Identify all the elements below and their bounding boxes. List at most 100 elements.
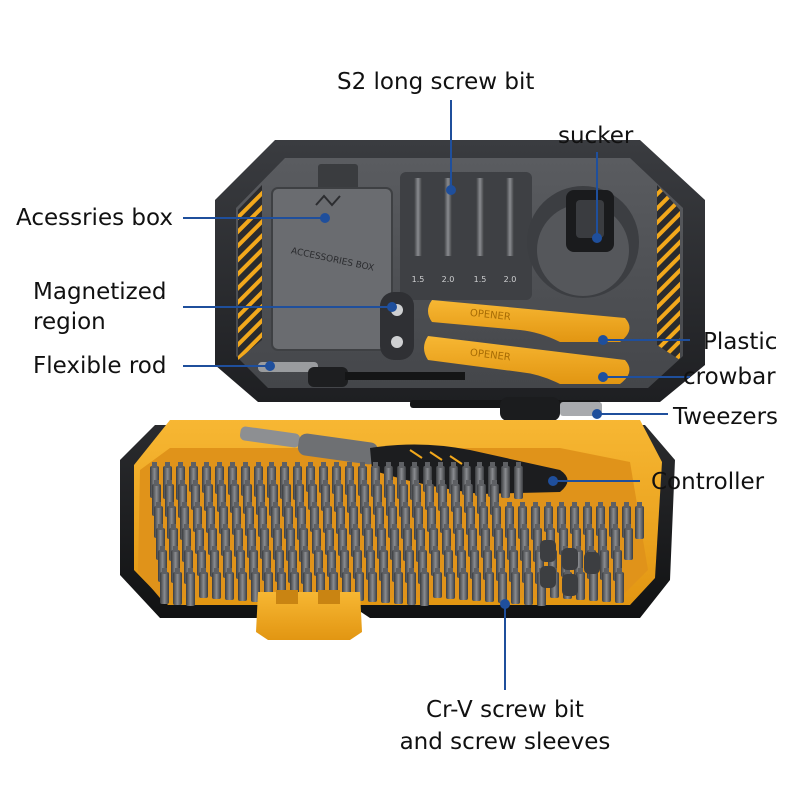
screw-sleeve — [562, 548, 578, 570]
screw-bit-tip — [210, 524, 215, 530]
screw-bit-tip — [197, 524, 202, 530]
screw-bit-tip — [617, 568, 622, 574]
screw-bit-tip — [340, 524, 345, 530]
screw-bit-tip — [262, 524, 267, 530]
screw-bit-tip — [446, 546, 451, 552]
screw-bit-tip — [347, 462, 352, 468]
screw-bit-tip — [212, 546, 217, 552]
screw-bit-tip — [321, 462, 326, 468]
label-controller: Controller — [651, 469, 765, 495]
screw-bit-tip — [451, 462, 456, 468]
screw-bit-tip — [182, 502, 187, 508]
label-crv-line1: Cr-V screw bit — [426, 697, 584, 723]
screw-bit-tip — [373, 462, 378, 468]
screw-bit-tip — [158, 524, 163, 530]
screw-bit-tip — [219, 480, 224, 486]
screw-bit-tip — [290, 546, 295, 552]
screw-bit-tip — [230, 462, 235, 468]
s2-bit-slots: 1.5 2.0 1.5 2.0 — [400, 172, 532, 300]
label-accessories-box: Acessries box — [16, 205, 173, 231]
screw-bit-tip — [253, 568, 258, 574]
lid-stripe-left — [238, 185, 262, 360]
screw-bit-tip — [533, 502, 538, 508]
screw-bit-tip — [266, 568, 271, 574]
screw-bit-tip — [624, 502, 629, 508]
screw-bit — [485, 572, 494, 602]
screw-bit-tip — [256, 462, 261, 468]
screw-bit-tip — [327, 524, 332, 530]
screw-bit-tip — [249, 524, 254, 530]
screw-bit-tip — [286, 502, 291, 508]
screw-bit-tip — [524, 546, 529, 552]
screw-sleeve — [540, 566, 556, 588]
screw-bit-tip — [418, 524, 423, 530]
screw-bit-tip — [548, 524, 553, 530]
screw-bit-tip — [492, 480, 497, 486]
label-crv-line2: and screw sleeves — [399, 729, 611, 755]
screw-bit-tip — [336, 480, 341, 486]
screw-bit — [498, 572, 507, 603]
screw-bit-tip — [611, 502, 616, 508]
screw-bit-tip — [537, 546, 542, 552]
screw-bit-tip — [401, 480, 406, 486]
screw-sleeve — [540, 540, 556, 562]
screw-bit-tip — [598, 502, 603, 508]
screw-bit — [524, 572, 533, 605]
screw-bit-tip — [587, 524, 592, 530]
screw-bit — [199, 572, 208, 598]
screw-bit-tip — [273, 502, 278, 508]
screw-sleeve — [562, 574, 578, 596]
screw-bit-tip — [225, 546, 230, 552]
screw-bit-tip — [509, 524, 514, 530]
screw-bit-tip — [435, 568, 440, 574]
screw-bit — [602, 572, 611, 602]
label-flexible-rod: Flexible rod — [33, 353, 167, 379]
screw-bit-tip — [405, 524, 410, 530]
screw-bit-tip — [208, 502, 213, 508]
screw-bit-tip — [240, 568, 245, 574]
screw-bit-tip — [565, 568, 570, 574]
screw-bit-tip — [496, 524, 501, 530]
screw-bit-tip — [470, 524, 475, 530]
screw-bit-tip — [468, 502, 473, 508]
screw-bit-tip — [511, 546, 516, 552]
screw-bit-tip — [420, 546, 425, 552]
screw-bit-tip — [559, 502, 564, 508]
screw-bit-tip — [444, 524, 449, 530]
screw-bit-tip — [351, 502, 356, 508]
screw-bit-tip — [615, 546, 620, 552]
screw-bit-tip — [282, 462, 287, 468]
screw-bit-tip — [589, 546, 594, 552]
screw-bit-tip — [191, 462, 196, 468]
screw-bit-tip — [260, 502, 265, 508]
leader-lines — [183, 100, 690, 690]
screw-bit-tip — [349, 480, 354, 486]
screw-bit-tip — [331, 568, 336, 574]
screw-bit-tip — [199, 546, 204, 552]
screw-bit — [407, 572, 416, 605]
screw-bit-tip — [312, 502, 317, 508]
label-plastic-line1: Plastic — [703, 329, 778, 355]
screw-bit-tip — [637, 502, 642, 508]
bit-size-4: 2.0 — [504, 275, 517, 284]
screw-bit — [394, 572, 403, 604]
screw-bit-tip — [466, 480, 471, 486]
screw-bit-tip — [572, 502, 577, 508]
screw-bit-tip — [305, 568, 310, 574]
screw-bit — [589, 572, 598, 601]
bit-grid — [150, 462, 644, 606]
screw-bit-tip — [459, 546, 464, 552]
screw-bit-tip — [316, 546, 321, 552]
screw-bit-tip — [236, 524, 241, 530]
screw-bit-tip — [479, 480, 484, 486]
plastic-crowbars: OPENER OPENER — [424, 300, 630, 384]
screw-bit-tip — [522, 524, 527, 530]
screw-bit-tip — [264, 546, 269, 552]
screw-bit-tip — [184, 524, 189, 530]
screw-bit-tip — [438, 462, 443, 468]
screw-bit-tip — [461, 568, 466, 574]
screw-bit-tip — [403, 502, 408, 508]
screw-bit — [173, 572, 182, 605]
screw-bit-tip — [258, 480, 263, 486]
